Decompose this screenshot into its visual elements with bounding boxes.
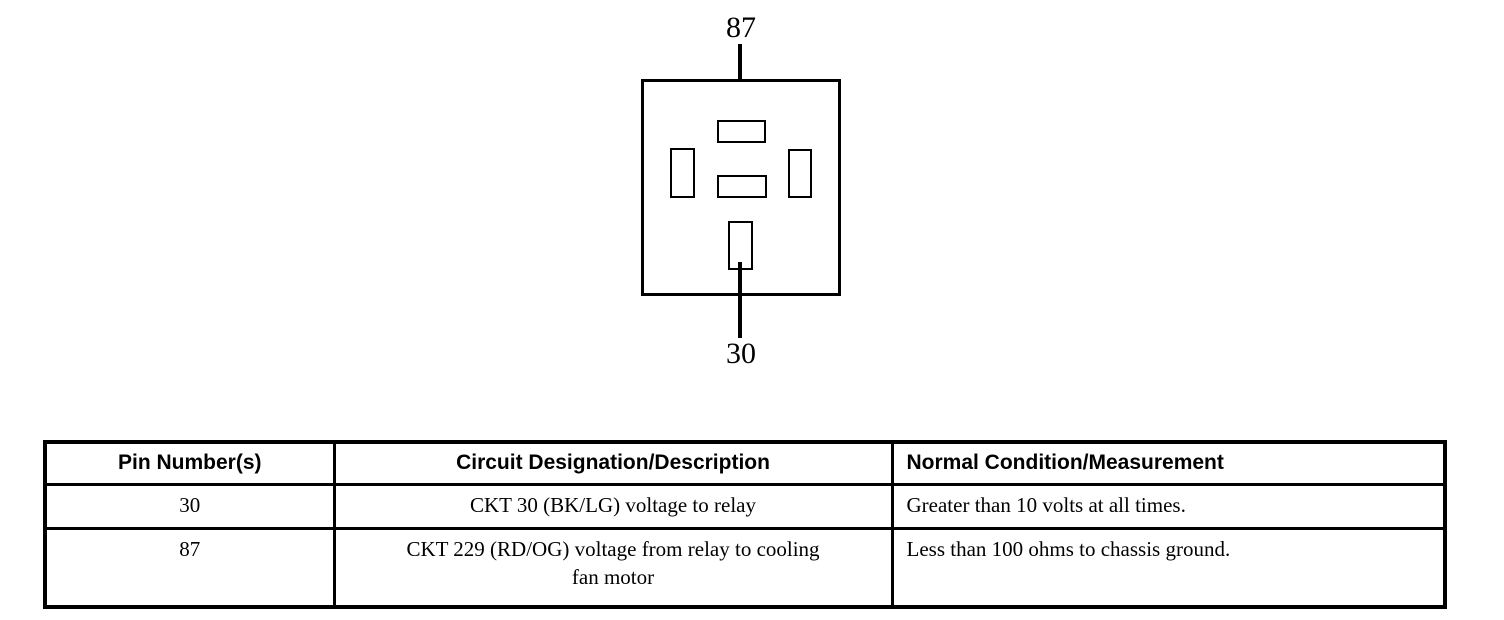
table-row-pin-30: 30 CKT 30 (BK/LG) voltage to relay Great… (43, 482, 1447, 530)
pin-30-lead-line (738, 262, 742, 338)
pin-description-table: Pin Number(s) Circuit Designation/Descri… (43, 440, 1447, 609)
pin-30-label: 30 (726, 337, 756, 370)
header-normal-condition: Normal Condition/Measurement (890, 440, 1447, 486)
cell-normal-condition: Greater than 10 volts at all times. (890, 482, 1447, 530)
cell-pin-number: 87 (43, 526, 336, 609)
cell-pin-number: 30 (43, 482, 336, 530)
relay-connector-diagram: 87 30 (641, 11, 841, 370)
pin-left-terminal (670, 148, 695, 198)
cell-normal-condition: Less than 100 ohms to chassis ground. (890, 526, 1447, 609)
table-header-row: Pin Number(s) Circuit Designation/Descri… (43, 440, 1447, 486)
pin-87-terminal (717, 120, 766, 143)
cell-circuit-description: CKT 30 (BK/LG) voltage to relay (332, 482, 894, 530)
circuit-description-text: CKT 229 (RD/OG) voltage from relay to co… (406, 536, 820, 589)
pin-right-terminal (788, 149, 812, 198)
pin-center-terminal (717, 175, 767, 198)
cell-circuit-description: CKT 229 (RD/OG) voltage from relay to co… (332, 526, 894, 609)
header-circuit-designation: Circuit Designation/Description (332, 440, 894, 486)
pin-87-label: 87 (726, 11, 756, 44)
table-row-pin-87: 87 CKT 229 (RD/OG) voltage from relay to… (43, 526, 1447, 609)
header-pin-numbers: Pin Number(s) (43, 440, 336, 486)
